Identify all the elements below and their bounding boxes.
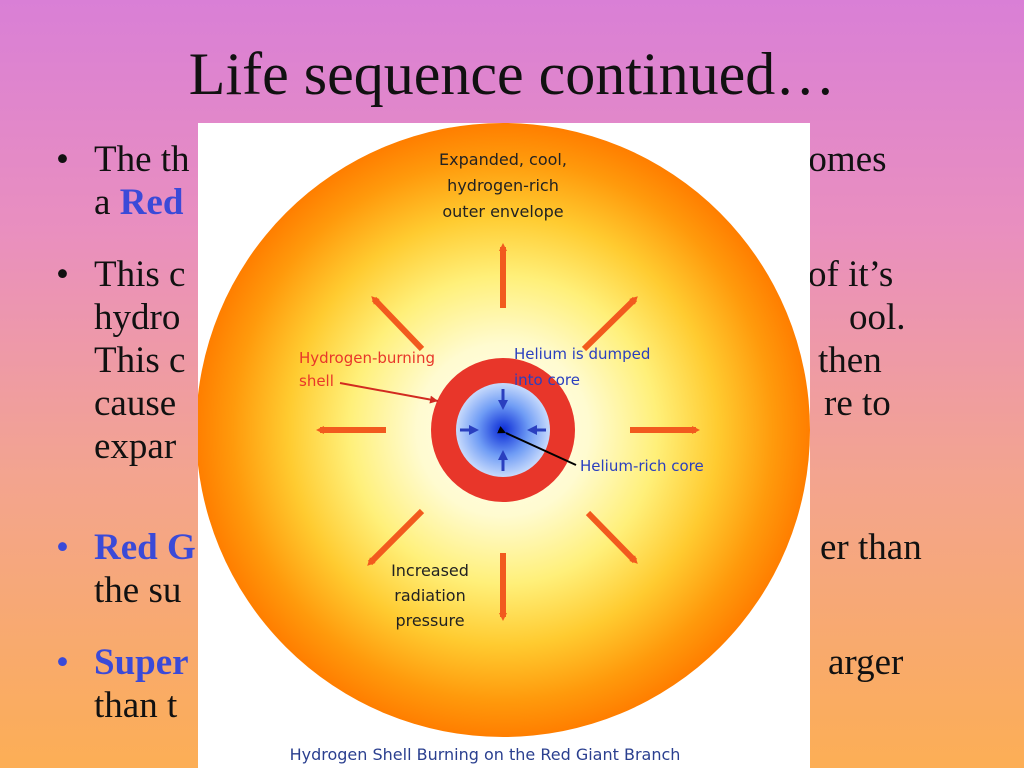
red-giant-svg: Expanded, cool, hydrogen-rich outer enve… (198, 123, 810, 764)
bullet-2-l5-left: expar (94, 426, 177, 467)
bullet-4-l1-right: arger (828, 642, 904, 683)
shell-label-line2: shell (299, 372, 334, 390)
bullet-2-l2-left: hydro (94, 297, 181, 338)
bullet-3: • Red G er than the su (56, 526, 956, 626)
core-pointer (497, 426, 577, 466)
bullet-2-l4-right: re to (824, 383, 891, 424)
envelope-label-line3: outer envelope (442, 202, 563, 221)
bullet-1-line2-a: a (94, 182, 120, 223)
bullet-4: • Super arger than t (56, 641, 956, 741)
shell-pointer (339, 382, 439, 404)
pressure-label-line3: pressure (395, 611, 464, 630)
helium-dumped-label-line1: Helium is dumped (514, 345, 650, 363)
bullet-marker: • (56, 642, 69, 683)
bullet-2-l4-left: cause (94, 383, 177, 424)
shell-label-line1: Hydrogen-burning (299, 349, 435, 367)
slide-title: Life sequence continued… (188, 41, 836, 107)
helium-dumped-label-line2: into core (514, 371, 580, 389)
bullet-1-line2: a Red (94, 181, 183, 224)
pressure-label-line2: radiation (394, 586, 465, 605)
bullet-2-l1-left: This c (94, 254, 186, 295)
bullet-2: • This c of it’s hydro ool. This c then … (56, 253, 956, 473)
bullet-4-l2-left: than t (94, 685, 178, 726)
envelope-label-line1: Expanded, cool, (439, 150, 567, 169)
bullet-marker: • (56, 527, 69, 568)
figure-caption: Hydrogen Shell Burning on the Red Giant … (290, 745, 681, 764)
helium-inflow-arrows (460, 389, 546, 471)
red-giant-diagram: Expanded, cool, hydrogen-rich outer enve… (198, 123, 810, 768)
bullet-marker: • (56, 254, 69, 295)
bullet-2-l3-right: then (818, 340, 882, 381)
bullet-2-l1-right: of it’s (808, 254, 894, 295)
bullet-2-l2-right: ool. (849, 297, 906, 338)
bullet-1-line2-blue: Red (119, 182, 184, 223)
bullet-3-l2-left: the su (94, 570, 182, 611)
radiation-arrows (316, 243, 700, 621)
envelope-label-line2: hydrogen-rich (447, 176, 559, 195)
bullet-1-text-left: The th (94, 139, 190, 180)
bullet-3-l1-left: Red G (94, 527, 196, 568)
bullet-2-l3-left: This c (94, 340, 186, 381)
bullet-4-l1-left: Super (94, 642, 189, 683)
core-label: Helium-rich core (580, 457, 704, 475)
bullet-marker: • (56, 139, 69, 180)
bullet-3-l1-right: er than (820, 527, 922, 568)
pressure-label-line1: Increased (391, 561, 469, 580)
